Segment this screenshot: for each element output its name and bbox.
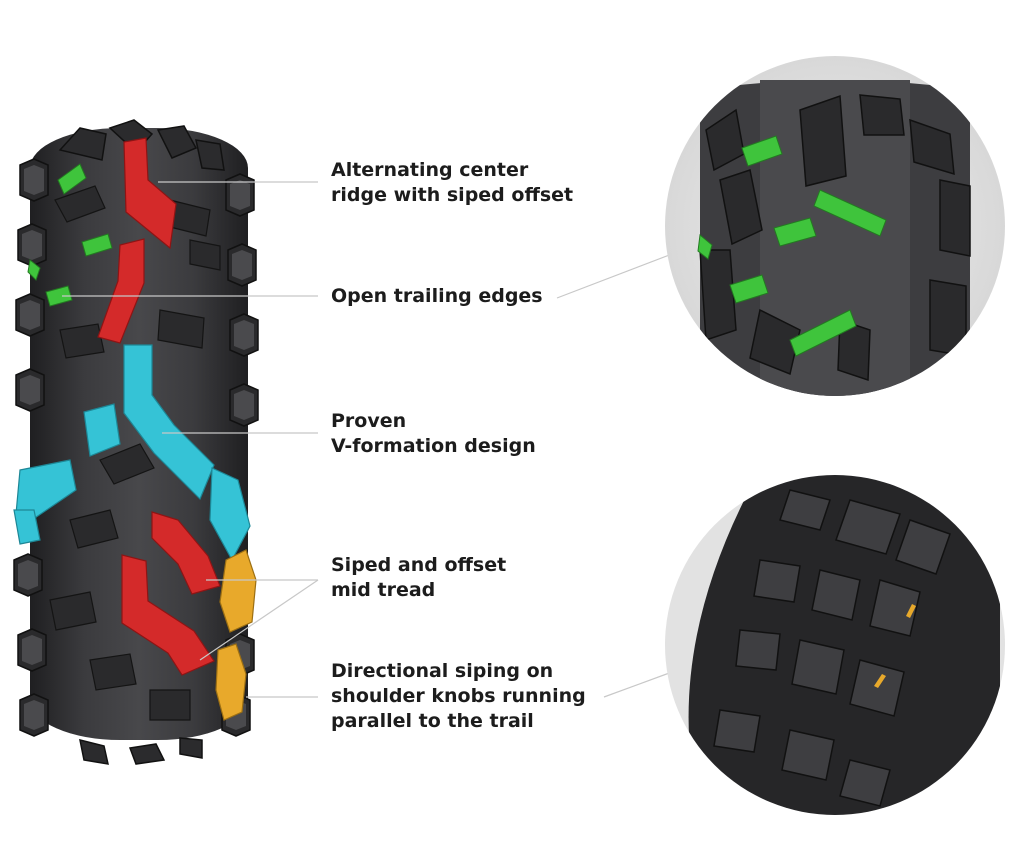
callout-line: shoulder knobs running — [331, 685, 586, 707]
callout-line: Proven — [331, 410, 407, 432]
leader-lines — [62, 181, 673, 698]
callout-line: Siped and offset — [331, 554, 507, 576]
callout-line: V-formation design — [331, 435, 536, 457]
callout-line: ridge with siped offset — [331, 184, 574, 206]
detail-circle-top — [665, 56, 1005, 396]
callout-line: parallel to the trail — [331, 710, 534, 732]
callout-line: mid tread — [331, 579, 436, 601]
callout-mid-tread: Siped and offset mid tread — [331, 553, 506, 603]
callout-v-formation: Proven V-formation design — [331, 409, 536, 459]
callout-trailing-edges: Open trailing edges — [331, 284, 543, 309]
detail-circle-bottom — [665, 475, 1005, 815]
callout-shoulder-siping: Directional siping on shoulder knobs run… — [331, 659, 586, 734]
callout-line: Alternating center — [331, 159, 529, 181]
callout-line: Open trailing edges — [331, 285, 543, 307]
callout-center-ridge: Alternating center ridge with siped offs… — [331, 158, 573, 208]
tire-illustration — [13, 119, 259, 765]
callout-line: Directional siping on — [331, 660, 554, 682]
